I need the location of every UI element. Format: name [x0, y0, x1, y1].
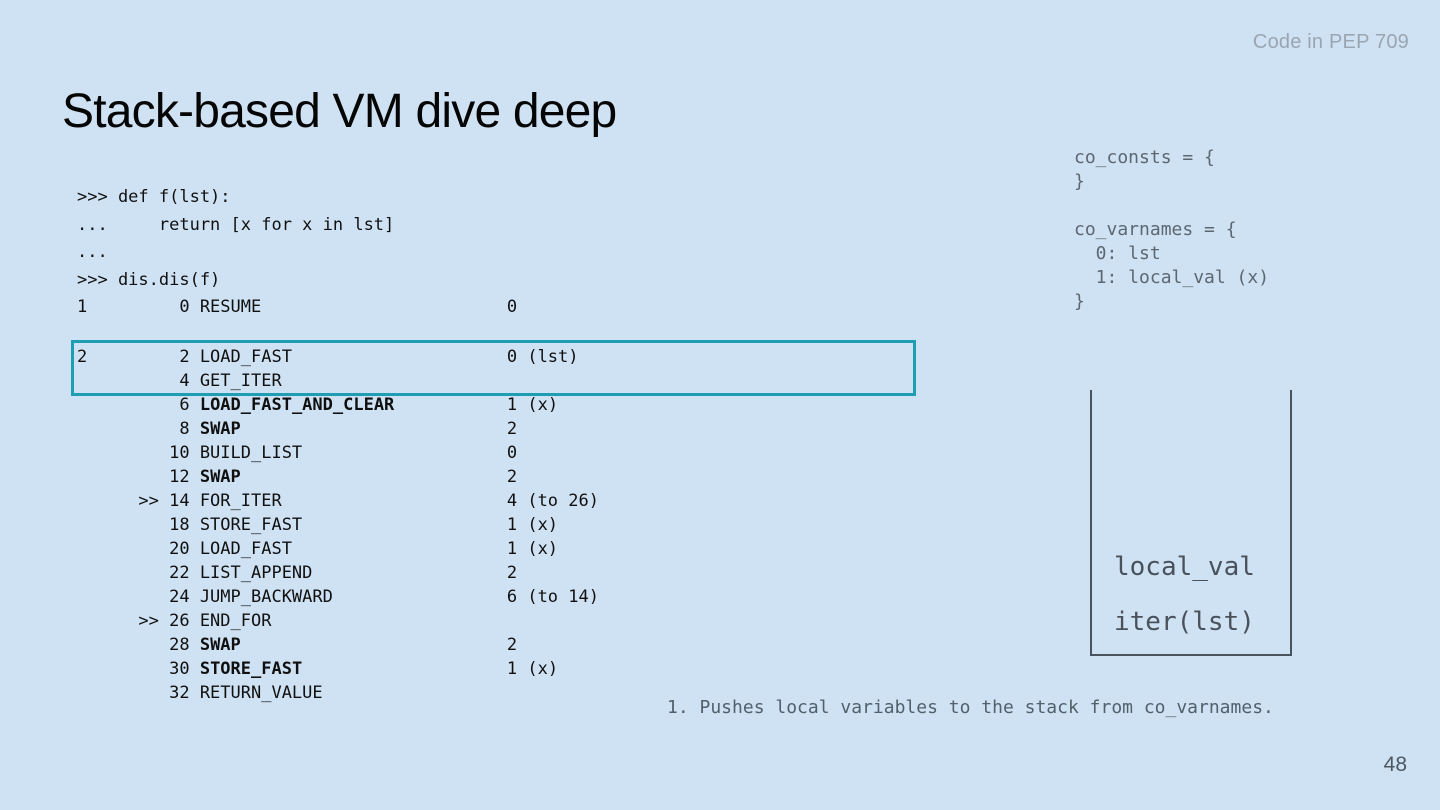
disassembly-line: 8 SWAP 2 — [77, 419, 518, 439]
disassembly-code: 2 2 LOAD_FAST 0 (lst) 4 GET_ITER 6 LOAD_… — [77, 345, 599, 705]
disassembly-line: 2 2 LOAD_FAST 0 (lst) — [77, 347, 579, 367]
highlight-box — [71, 340, 916, 396]
disassembly-line: 22 LIST_APPEND 2 — [77, 563, 518, 583]
disassembly-line: 18 STORE_FAST 1 (x) — [77, 515, 559, 535]
disassembly-line: 24 JUMP_BACKWARD 6 (to 14) — [77, 587, 599, 607]
caption: 1. Pushes local variables to the stack f… — [667, 697, 1274, 718]
stack-diagram: local_val iter(lst) — [1090, 390, 1292, 656]
disassembly-line: 4 GET_ITER — [77, 371, 282, 391]
disassembly-line: 20 LOAD_FAST 1 (x) — [77, 539, 559, 559]
disassembly-line: 28 SWAP 2 — [77, 635, 518, 655]
disassembly-line: 30 STORE_FAST 1 (x) — [77, 659, 559, 679]
disassembly-line: 32 RETURN_VALUE — [77, 683, 323, 703]
stack-item-local-val: local_val — [1114, 552, 1255, 582]
page-title: Stack-based VM dive deep — [62, 85, 617, 138]
disassembly-line: >> 26 END_FOR — [77, 611, 272, 631]
disassembly-line: 10 BUILD_LIST 0 — [77, 443, 518, 463]
stack-item-iter-lst: iter(lst) — [1114, 607, 1255, 637]
header-note: Code in PEP 709 — [1252, 31, 1409, 53]
page-number: 48 — [1383, 753, 1407, 776]
co-names-block: co_consts = { } co_varnames = { 0: lst 1… — [1074, 147, 1270, 312]
repl-code: >>> def f(lst): ... return [x for x in l… — [77, 187, 518, 317]
disassembly-line: 6 LOAD_FAST_AND_CLEAR 1 (x) — [77, 395, 559, 415]
disassembly-line: >> 14 FOR_ITER 4 (to 26) — [77, 491, 599, 511]
disassembly-line: 12 SWAP 2 — [77, 467, 518, 487]
